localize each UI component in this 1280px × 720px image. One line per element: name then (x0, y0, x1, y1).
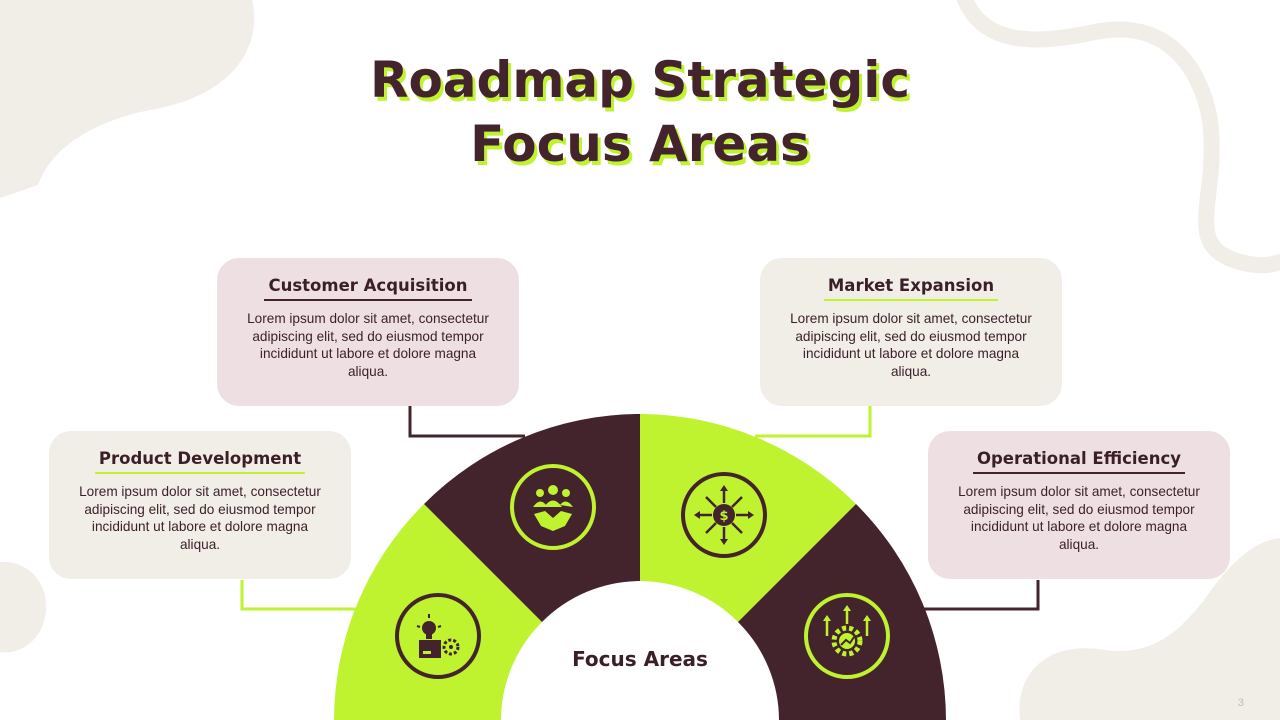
page-number: 3 (1237, 697, 1244, 709)
card-product-development: Product Development Lorem ipsum dolor si… (49, 431, 351, 579)
top-left-blob (0, 0, 255, 198)
product-box-lightbulb-gear-icon (395, 593, 481, 679)
card-market-expansion: Market Expansion Lorem ipsum dolor sit a… (760, 258, 1062, 406)
card-title-product-development: Product Development (94, 449, 306, 474)
card-body-product-development: Lorem ipsum dolor sit amet, consectetur … (79, 484, 321, 552)
card-body-customer-acquisition: Lorem ipsum dolor sit amet, consectetur … (247, 311, 489, 379)
slide-title: Roadmap Strategic Focus Areas (240, 48, 1040, 176)
card-body-operational-efficiency: Lorem ipsum dolor sit amet, consectetur … (958, 484, 1200, 552)
left-small-blob (0, 561, 47, 653)
title-line-2: Focus Areas (470, 115, 810, 173)
diagram-center-label: Focus Areas (572, 647, 708, 671)
dollar-arrows-outward-icon: $ (681, 472, 767, 558)
gear-growth-chart-icon (804, 593, 890, 679)
card-title-customer-acquisition: Customer Acquisition (264, 276, 472, 301)
card-body-market-expansion: Lorem ipsum dolor sit amet, consectetur … (790, 311, 1032, 379)
card-title-operational-efficiency: Operational Efficiency (972, 449, 1186, 474)
connector-product-development (240, 580, 360, 611)
connector-market-expansion (755, 406, 872, 438)
bottom-right-blob (1019, 538, 1280, 720)
svg-text:$: $ (719, 509, 728, 524)
card-customer-acquisition: Customer Acquisition Lorem ipsum dolor s… (217, 258, 519, 406)
connector-operational-efficiency (920, 580, 1040, 611)
team-handshake-icon (510, 464, 596, 550)
top-right-curve (957, 0, 1280, 274)
card-operational-efficiency: Operational Efficiency Lorem ipsum dolor… (928, 431, 1230, 579)
title-line-1: Roadmap Strategic (369, 51, 911, 109)
connector-customer-acquisition (408, 406, 525, 438)
card-title-market-expansion: Market Expansion (823, 276, 999, 301)
